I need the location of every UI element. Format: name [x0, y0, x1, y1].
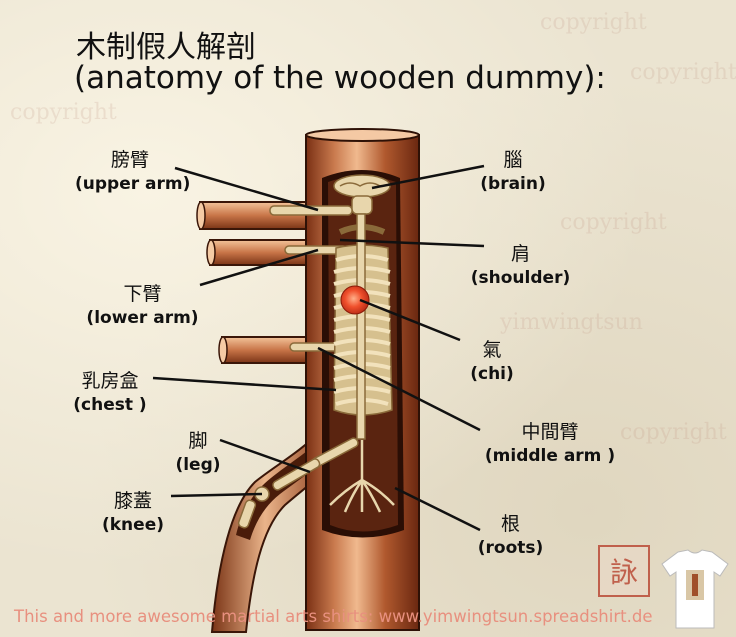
leader-lines	[152, 164, 485, 532]
seal-stamp: 詠	[598, 545, 650, 597]
label-upper-arm: 膀臂 (upper arm)	[75, 148, 191, 196]
watermark-text: copyright	[630, 60, 736, 85]
label-shoulder-zh: 肩	[510, 243, 530, 265]
tshirt-thumbnail[interactable]	[660, 548, 730, 630]
label-brain-en: (brain)	[480, 174, 546, 194]
label-chi: 氣 (chi)	[462, 338, 522, 386]
lower-arm-post	[218, 336, 316, 364]
label-knee: 膝蓋 (knee)	[98, 489, 168, 537]
label-chi-zh: 氣	[482, 339, 502, 361]
watermark-text: copyright	[620, 420, 727, 445]
label-lower-arm: 下臂 (lower arm)	[70, 282, 215, 330]
watermark-text: copyright	[10, 100, 117, 125]
label-roots-en: (roots)	[477, 538, 544, 558]
footer-promo-text[interactable]: This and more awesome martial arts shirt…	[14, 607, 653, 626]
label-leg-zh: 脚	[188, 430, 208, 452]
label-roots-zh: 根	[500, 513, 520, 535]
label-brain: 腦 (brain)	[468, 148, 558, 196]
label-roots: 根 (roots)	[468, 512, 553, 560]
label-chest-zh: 乳房盒	[81, 370, 139, 392]
watermark-text: copyright	[540, 10, 647, 35]
title-chinese: 木制假人解剖	[76, 30, 256, 65]
label-chi-en: (chi)	[470, 364, 514, 384]
watermark-text: copyright	[560, 210, 667, 235]
title-english: (anatomy of the wooden dummy):	[74, 60, 606, 96]
label-chest-en: (chest )	[73, 395, 147, 415]
label-middle-arm-zh: 中間臂	[521, 421, 579, 443]
label-lower-arm-en: (lower arm)	[86, 308, 199, 328]
label-leg: 脚 (leg)	[168, 429, 228, 477]
label-knee-zh: 膝蓋	[113, 490, 152, 512]
label-leg-en: (leg)	[175, 455, 221, 475]
label-middle-arm: 中間臂 (middle arm )	[475, 420, 625, 468]
label-shoulder-en: (shoulder)	[470, 268, 571, 288]
label-shoulder: 肩 (shoulder)	[458, 242, 583, 290]
label-upper-arm-en: (upper arm)	[75, 174, 191, 194]
label-brain-zh: 腦	[503, 149, 523, 171]
label-upper-arm-zh: 膀臂	[110, 149, 149, 171]
watermark-text: yimwingtsun	[500, 310, 643, 335]
label-chest: 乳房盒 (chest )	[60, 369, 160, 417]
label-knee-en: (knee)	[101, 515, 164, 535]
label-middle-arm-en: (middle arm )	[484, 446, 616, 466]
chi-orb	[340, 285, 370, 315]
label-lower-arm-zh: 下臂	[123, 283, 162, 305]
